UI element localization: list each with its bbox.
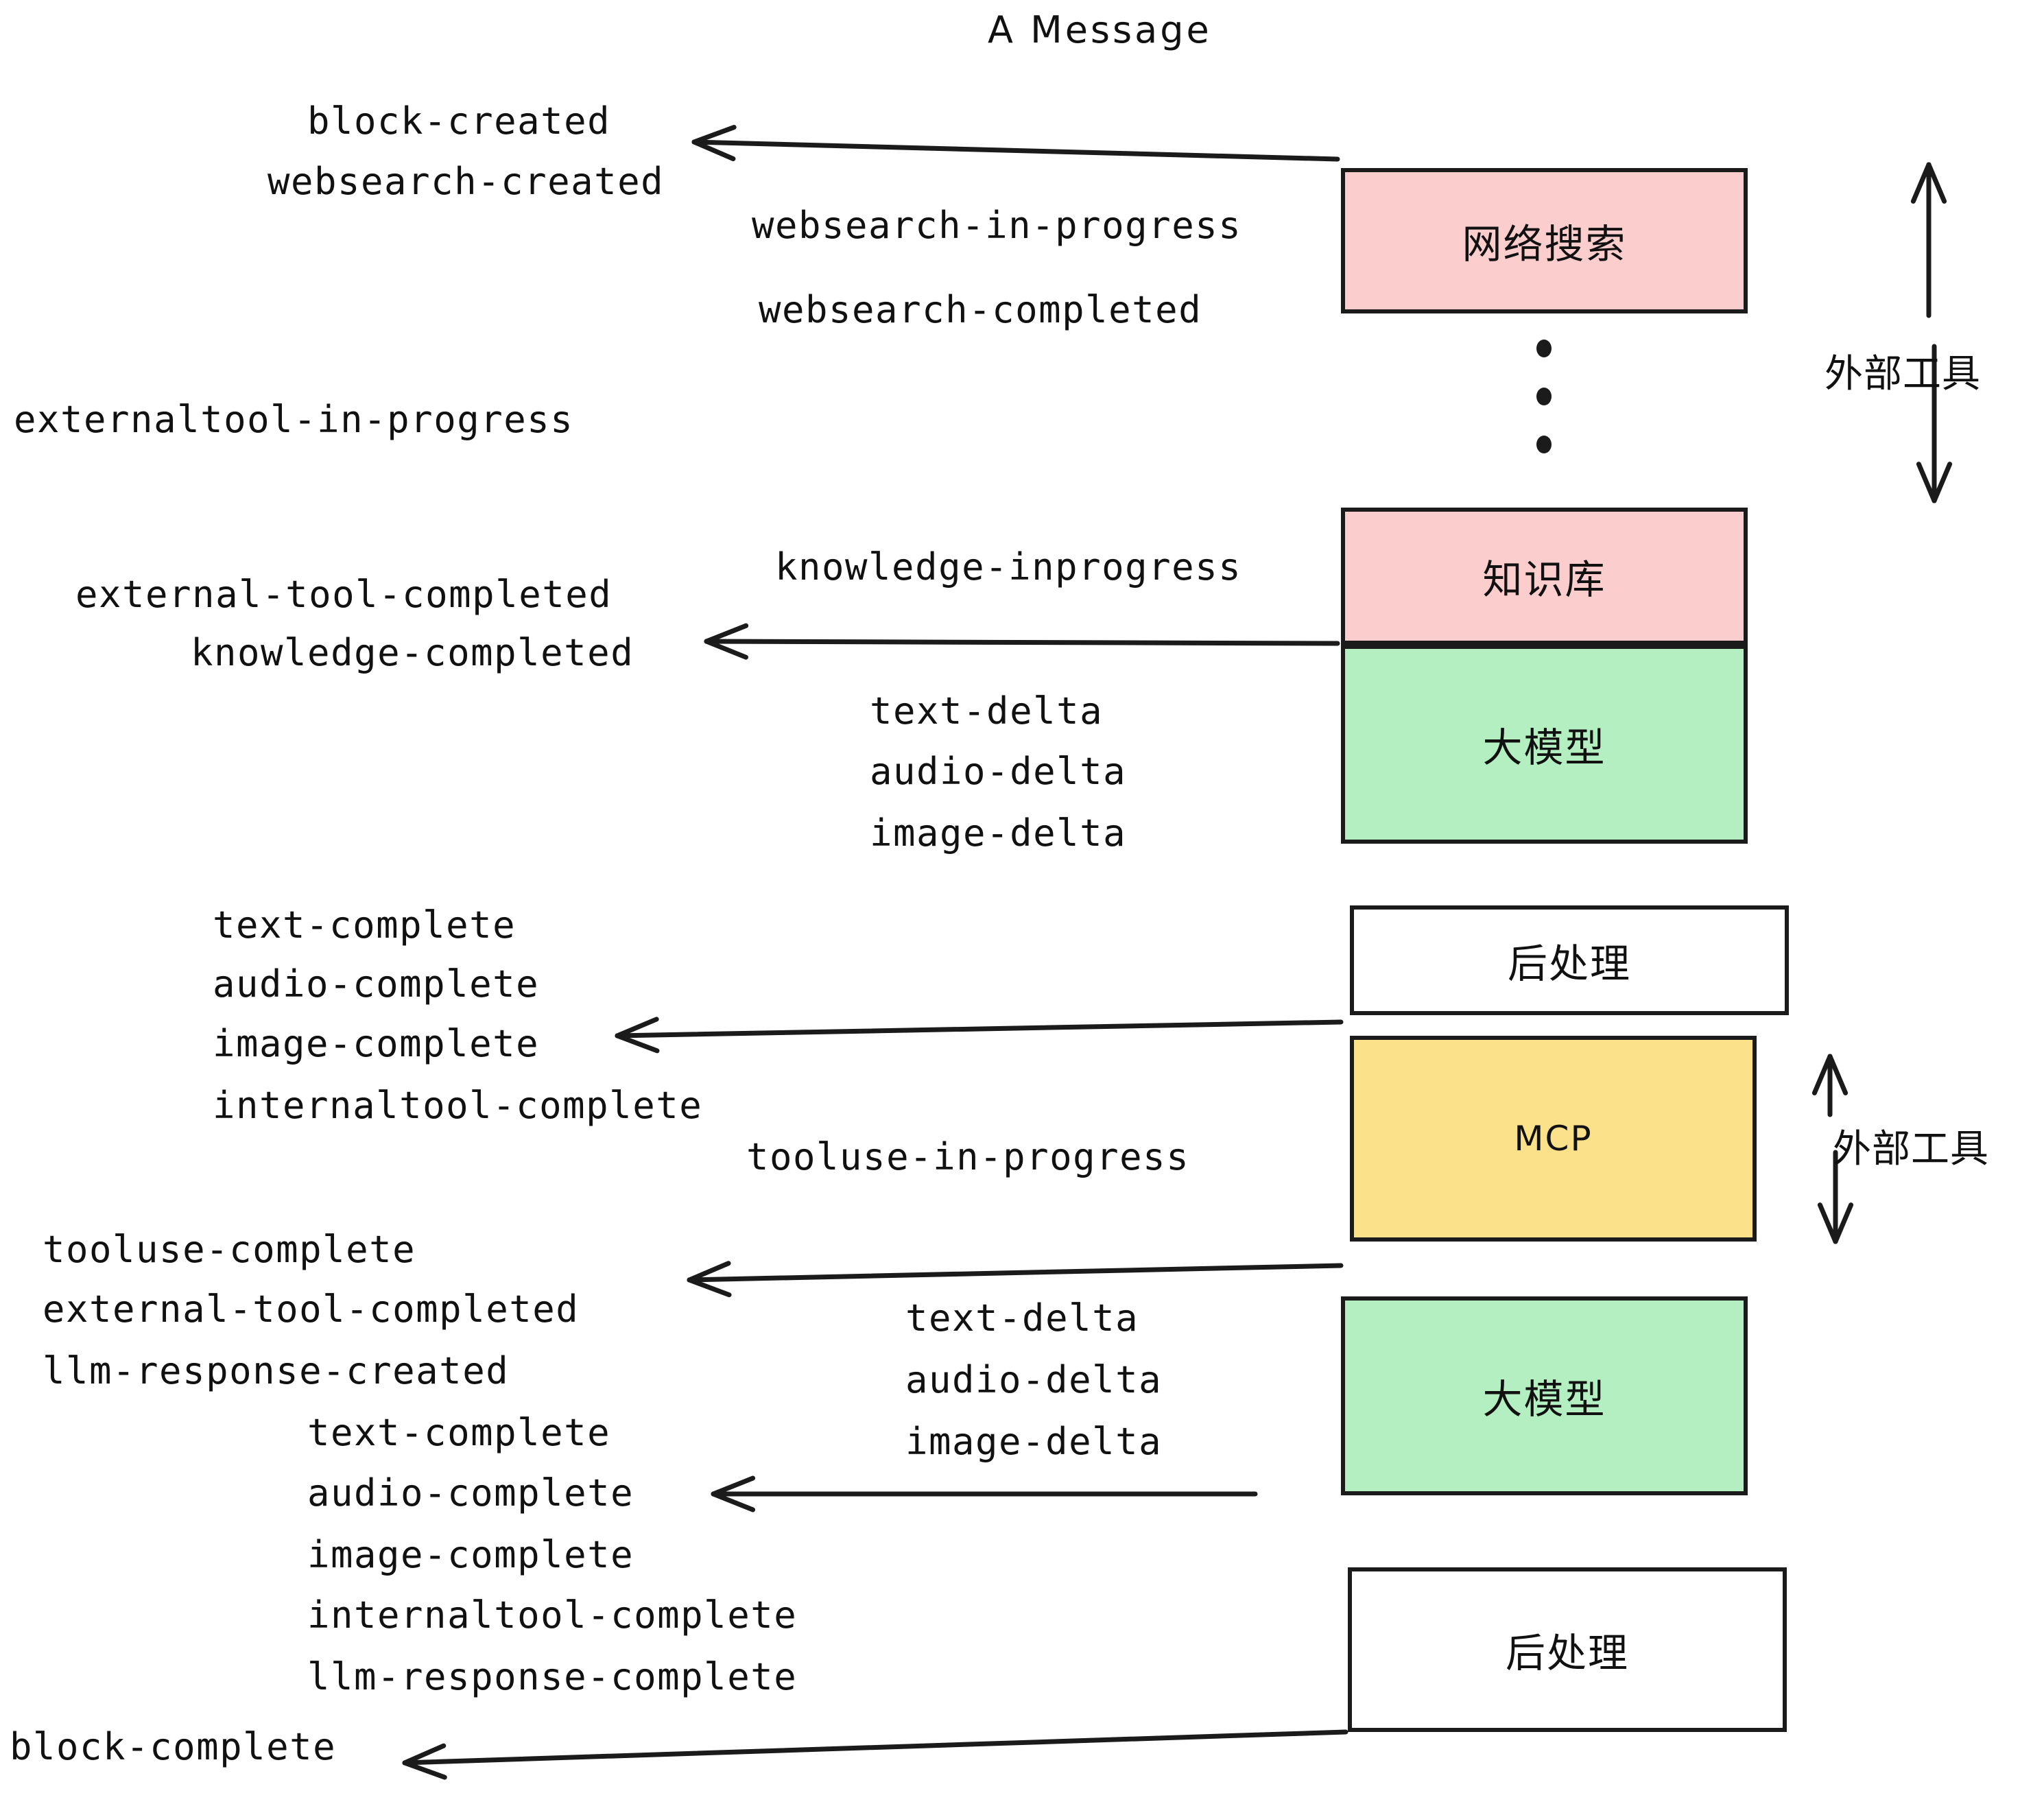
- page-title: A Message: [988, 8, 1212, 51]
- node-postprocess-top: 后处理: [1350, 905, 1789, 1015]
- event-label-audio-complete-1: audio-complete: [213, 962, 540, 1006]
- event-label-external-tool-completed-1: external-tool-completed: [75, 573, 613, 616]
- node-label-websearch: 网络搜索: [1462, 221, 1627, 268]
- event-label-websearch-completed: websearch-completed: [759, 288, 1202, 331]
- event-label-image-complete-1: image-complete: [213, 1022, 540, 1065]
- event-label-external-tool-completed-2: external-tool-completed: [43, 1287, 580, 1331]
- node-mcp: MCP: [1350, 1036, 1757, 1242]
- event-label-knowledge-completed: knowledge-completed: [191, 631, 634, 674]
- node-label-postprocess-bottom: 后处理: [1505, 1630, 1629, 1676]
- arrow-audio-complete: [711, 1475, 1258, 1512]
- node-label-llm-bottom: 大模型: [1482, 1376, 1606, 1423]
- event-label-internaltool-complete-1: internaltool-complete: [213, 1084, 703, 1127]
- ellipsis-dot: [1536, 436, 1552, 453]
- arrow-tooluse-complete: [687, 1261, 1344, 1298]
- event-label-audio-delta-1: audio-delta: [870, 750, 1127, 793]
- event-label-llm-response-created: llm-response-created: [43, 1349, 510, 1392]
- event-label-image-delta-2: image-delta: [905, 1420, 1163, 1463]
- event-label-image-delta-1: image-delta: [870, 811, 1127, 855]
- external-tool-up-bottom: [1811, 1054, 1849, 1117]
- event-label-block-complete: block-complete: [10, 1725, 337, 1768]
- event-label-internaltool-complete-2: internaltool-complete: [307, 1593, 798, 1637]
- event-label-text-delta-1: text-delta: [870, 689, 1104, 733]
- event-label-audio-delta-2: audio-delta: [905, 1358, 1163, 1401]
- event-label-image-complete-2: image-complete: [307, 1533, 634, 1576]
- node-label-llm-top: 大模型: [1482, 724, 1606, 771]
- event-label-tooluse-complete: tooluse-complete: [43, 1228, 416, 1271]
- node-knowledge: 知识库: [1341, 508, 1748, 645]
- node-websearch: 网络搜索: [1341, 168, 1748, 313]
- arrow-image-complete: [615, 1017, 1344, 1054]
- event-label-text-delta-2: text-delta: [905, 1296, 1139, 1340]
- event-label-tooluse-in-progress: tooluse-in-progress: [746, 1135, 1190, 1178]
- event-label-externaltool-in-progress: externaltool-in-progress: [14, 398, 574, 441]
- event-label-websearch-created: websearch-created: [268, 160, 665, 203]
- event-label-text-complete-2: text-complete: [307, 1411, 611, 1454]
- side-label-external-tool-bottom: 外部工具: [1833, 1127, 1989, 1172]
- side-label-external-tool-top: 外部工具: [1825, 352, 1981, 396]
- external-tool-up-top: [1910, 162, 1947, 318]
- node-label-postprocess-top: 后处理: [1507, 940, 1631, 987]
- ellipsis-dot: [1536, 388, 1552, 405]
- event-label-knowledge-inprogress: knowledge-inprogress: [775, 545, 1242, 589]
- event-label-block-created: block-created: [307, 99, 611, 143]
- node-llm-top: 大模型: [1341, 645, 1748, 844]
- event-label-audio-complete-2: audio-complete: [307, 1471, 634, 1515]
- node-llm-bottom: 大模型: [1341, 1296, 1748, 1495]
- arrow-block-complete: [402, 1729, 1348, 1780]
- node-label-knowledge: 知识库: [1482, 556, 1606, 603]
- event-label-websearch-in-progress: websearch-in-progress: [752, 204, 1242, 247]
- ellipsis-dot: [1536, 340, 1552, 357]
- event-label-llm-response-complete: llm-response-complete: [307, 1655, 798, 1698]
- external-tool-down-bottom: [1817, 1150, 1854, 1244]
- external-tool-down-top: [1916, 344, 1953, 503]
- node-postprocess-bottom: 后处理: [1348, 1567, 1787, 1732]
- event-label-text-complete-1: text-complete: [213, 903, 516, 947]
- node-label-mcp: MCP: [1514, 1119, 1593, 1159]
- arrow-block-created: [691, 125, 1340, 162]
- arrow-knowledge-completed: [704, 623, 1340, 660]
